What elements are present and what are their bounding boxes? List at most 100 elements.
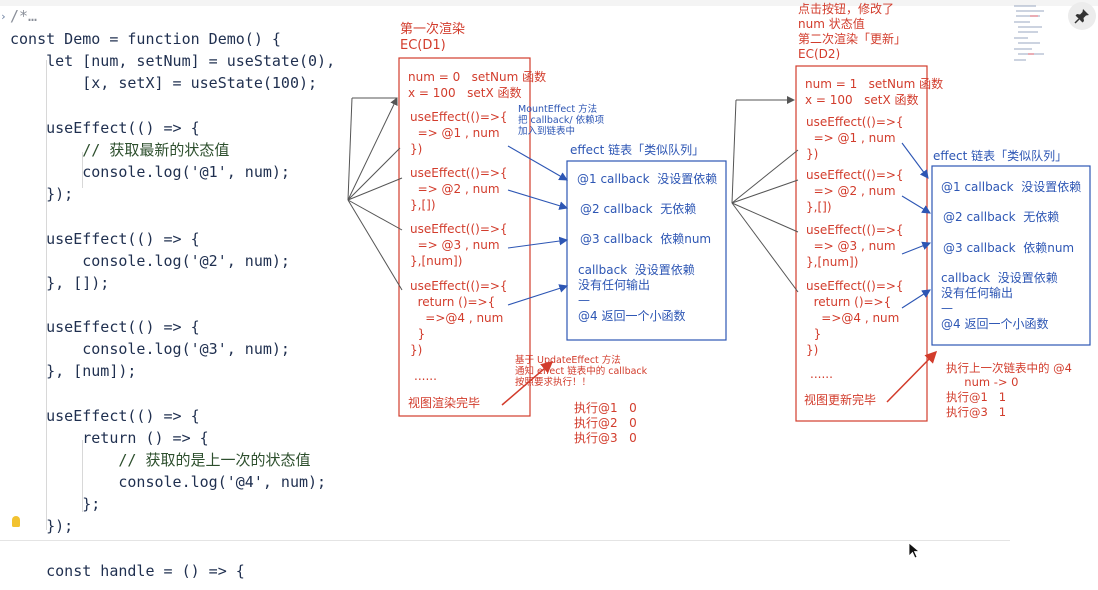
code-line-1: /*… [10, 7, 38, 25]
d2-effect1-line1: useEffect(()=>{ [806, 115, 904, 129]
window-top-bar [0, 0, 1098, 6]
list2-item-2: @2 callback 无依赖 [943, 210, 1060, 224]
d2-effect1-line3: }) [806, 147, 819, 161]
list1-item-1: @1 callback 没设置依赖 [577, 172, 718, 186]
code-line-12: console.log('@2', num); [10, 252, 290, 270]
d2-state-x: x = 100 setX 函数 [805, 93, 919, 107]
indent-guide [82, 440, 83, 512]
code-line-9: }); [10, 185, 74, 203]
d1-effect1-line3: }) [410, 142, 423, 156]
exec1-line-3: 执行@3 0 [574, 431, 637, 445]
code-line-6: useEffect(() => { [10, 119, 200, 137]
mount-note-2: 把 callback/ 依赖项 [518, 115, 605, 126]
exec1-line-1: 执行@1 0 [574, 401, 637, 415]
mount-note-1: MountEffect 方法 [518, 104, 598, 115]
minimap[interactable] [1010, 0, 1050, 80]
pin-icon[interactable] [1068, 2, 1096, 30]
editor-divider [0, 540, 1010, 541]
d2-ellipsis: ...... [810, 367, 833, 381]
list2-item-4-line1: callback 没设置依赖 [941, 271, 1058, 285]
code-line-17: }, [num]); [10, 362, 137, 380]
code-line-21: // 获取的是上一次的状态值 [10, 451, 311, 469]
fold-icon[interactable]: › [0, 10, 7, 23]
d1-effect3-line3: },[num]) [410, 254, 463, 268]
exec1-line-2: 执行@2 0 [574, 416, 637, 430]
d1-state-num: num = 0 setNum 函数 [408, 70, 547, 84]
code-line-4: [x, setX] = useState(100); [10, 74, 318, 92]
list2-item-1: @1 callback 没设置依赖 [941, 180, 1082, 194]
d1-footer: 视图渲染完毕 [408, 396, 481, 410]
first-render-title: 第一次渲染 [400, 22, 466, 37]
code-line-3: let [num, setNum] = useState(0), [10, 52, 336, 70]
d1-effect1-line2: => @1 , num [410, 126, 500, 140]
update-note-3: 按照要求执行！！ [515, 377, 592, 388]
code-line-2: const Demo = function Demo() { [10, 30, 281, 48]
list1-item-3: @3 callback 依赖num [580, 232, 712, 246]
mount-note-3: 加入到链表中 [518, 126, 576, 137]
list2-item-4-line3: — [941, 301, 953, 315]
d1-effect4-line5: }) [410, 343, 423, 357]
list2-item-3: @3 callback 依赖num [943, 241, 1075, 255]
ec-d1-label: EC(D1) [400, 38, 446, 53]
d2-effect2-line2: => @2 , num [806, 184, 896, 198]
effect-list-2-title: effect 链表「类似队列」 [933, 149, 1068, 163]
code-line-13: }, []); [10, 274, 110, 292]
d1-effect4-line4: } [410, 327, 426, 341]
list1-item-4-line4: @4 返回一个小函数 [578, 309, 686, 323]
d1-effect2-line3: },[]) [410, 198, 436, 212]
code-editor[interactable]: › /*… const Demo = function Demo() { let… [0, 0, 390, 590]
effect-list-2-box [931, 165, 1091, 346]
d1-effect4-line3: =>@4 , num [410, 311, 504, 325]
d2-effect3-line3: },[num]) [806, 255, 859, 269]
exec2-line-2: num -> 0 [946, 375, 1019, 389]
d2-header-1: 点击按钮，修改了 [798, 2, 895, 16]
list2-item-4-line4: @4 返回一个小函数 [941, 317, 1049, 331]
code-line-24: }); [10, 517, 74, 535]
list1-item-4-line2: 没有任何输出 [578, 278, 651, 292]
code-line-23: }; [10, 495, 101, 513]
update-note-1: 基于 UpdateEffect 方法 [515, 355, 621, 366]
indent-guide [82, 152, 83, 188]
code-line-26: const handle = () => { [10, 562, 245, 580]
d2-effect4-line2: return ()=>{ [806, 295, 892, 309]
d1-effect1-line1: useEffect(()=>{ [410, 110, 508, 124]
d2-effect1-line2: => @1 , num [806, 131, 896, 145]
d2-effect2-line3: },[]) [806, 200, 832, 214]
code-line-7: // 获取最新的状态值 [10, 141, 230, 159]
list1-item-4-line1: callback 没设置依赖 [578, 263, 695, 277]
d1-effect3-line1: useEffect(()=>{ [410, 222, 508, 236]
ec-d2-label: EC(D2) [798, 47, 841, 61]
update-note-2: 通知 effect 链表中的 callback [515, 366, 648, 377]
d1-state-x: x = 100 setX 函数 [408, 86, 522, 100]
d1-effect4-line2: return ()=>{ [410, 295, 496, 309]
d1-effect2-line2: => @2 , num [410, 182, 500, 196]
exec2-line-4: 执行@3 1 [946, 405, 1007, 419]
lightbulb-icon[interactable] [12, 516, 20, 527]
d2-effect3-line1: useEffect(()=>{ [806, 223, 904, 237]
d1-effect3-line2: => @3 , num [410, 238, 500, 252]
code-line-22: console.log('@4', num); [10, 473, 327, 491]
d1-effect4-line1: useEffect(()=>{ [410, 279, 508, 293]
d2-effect4-line4: } [806, 327, 822, 341]
effect-list-1-title: effect 链表「类似队列」 [570, 143, 705, 157]
d2-effect2-line1: useEffect(()=>{ [806, 168, 904, 182]
d2-header-2: num 状态值 [798, 17, 865, 31]
d2-effect3-line2: => @3 , num [806, 239, 896, 253]
d2-header-3: 第二次渲染「更新」 [798, 32, 907, 46]
code-line-20: return () => { [10, 429, 209, 447]
d1-ellipsis: ...... [414, 369, 437, 383]
code-line-15: useEffect(() => { [10, 318, 200, 336]
effect-list-1-box [566, 160, 727, 341]
exec2-line-1: 执行上一次链表中的 @4 [946, 361, 1072, 375]
d2-effect4-line5: }) [806, 343, 819, 357]
indent-guide [46, 60, 47, 530]
d2-footer: 视图更新完毕 [804, 393, 877, 407]
cursor-icon [908, 542, 921, 559]
code-line-16: console.log('@3', num); [10, 340, 290, 358]
list1-item-2: @2 callback 无依赖 [580, 202, 697, 216]
d2-effect4-line1: useEffect(()=>{ [806, 279, 904, 293]
code-line-19: useEffect(() => { [10, 407, 200, 425]
list2-item-4-line2: 没有任何输出 [941, 286, 1014, 300]
d2-effect4-line3: =>@4 , num [806, 311, 900, 325]
